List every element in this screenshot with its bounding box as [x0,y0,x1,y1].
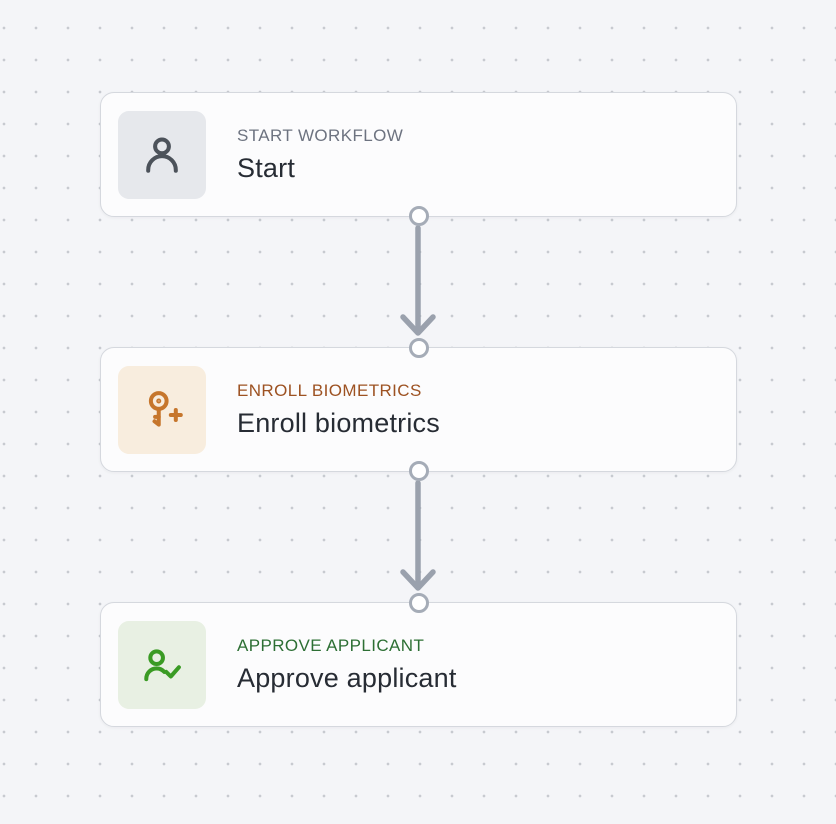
node-title: Start [237,152,296,183]
input-port[interactable] [409,593,429,613]
output-port[interactable] [409,206,429,226]
user-icon [118,110,206,199]
workflow-node-approve-applicant[interactable]: APPROVE APPLICANT Approve applicant [100,593,737,727]
arrow-start-to-enroll [400,225,436,336]
node-type-label: ENROLL BIOMETRICS [237,380,422,400]
user-check-icon [118,620,206,709]
key-plus-icon [118,365,206,454]
node-type-label: APPROVE APPLICANT [237,635,425,655]
workflow-node-start[interactable]: START WORKFLOW Start [100,92,737,226]
arrow-enroll-to-approve [400,480,436,591]
workflow-node-enroll-biometrics[interactable]: ENROLL BIOMETRICS Enroll biometrics [100,338,737,481]
node-type-label: START WORKFLOW [237,125,404,145]
output-port[interactable] [409,461,429,481]
node-title: Enroll biometrics [237,407,440,438]
node-title: Approve applicant [237,662,457,693]
input-port[interactable] [409,338,429,358]
